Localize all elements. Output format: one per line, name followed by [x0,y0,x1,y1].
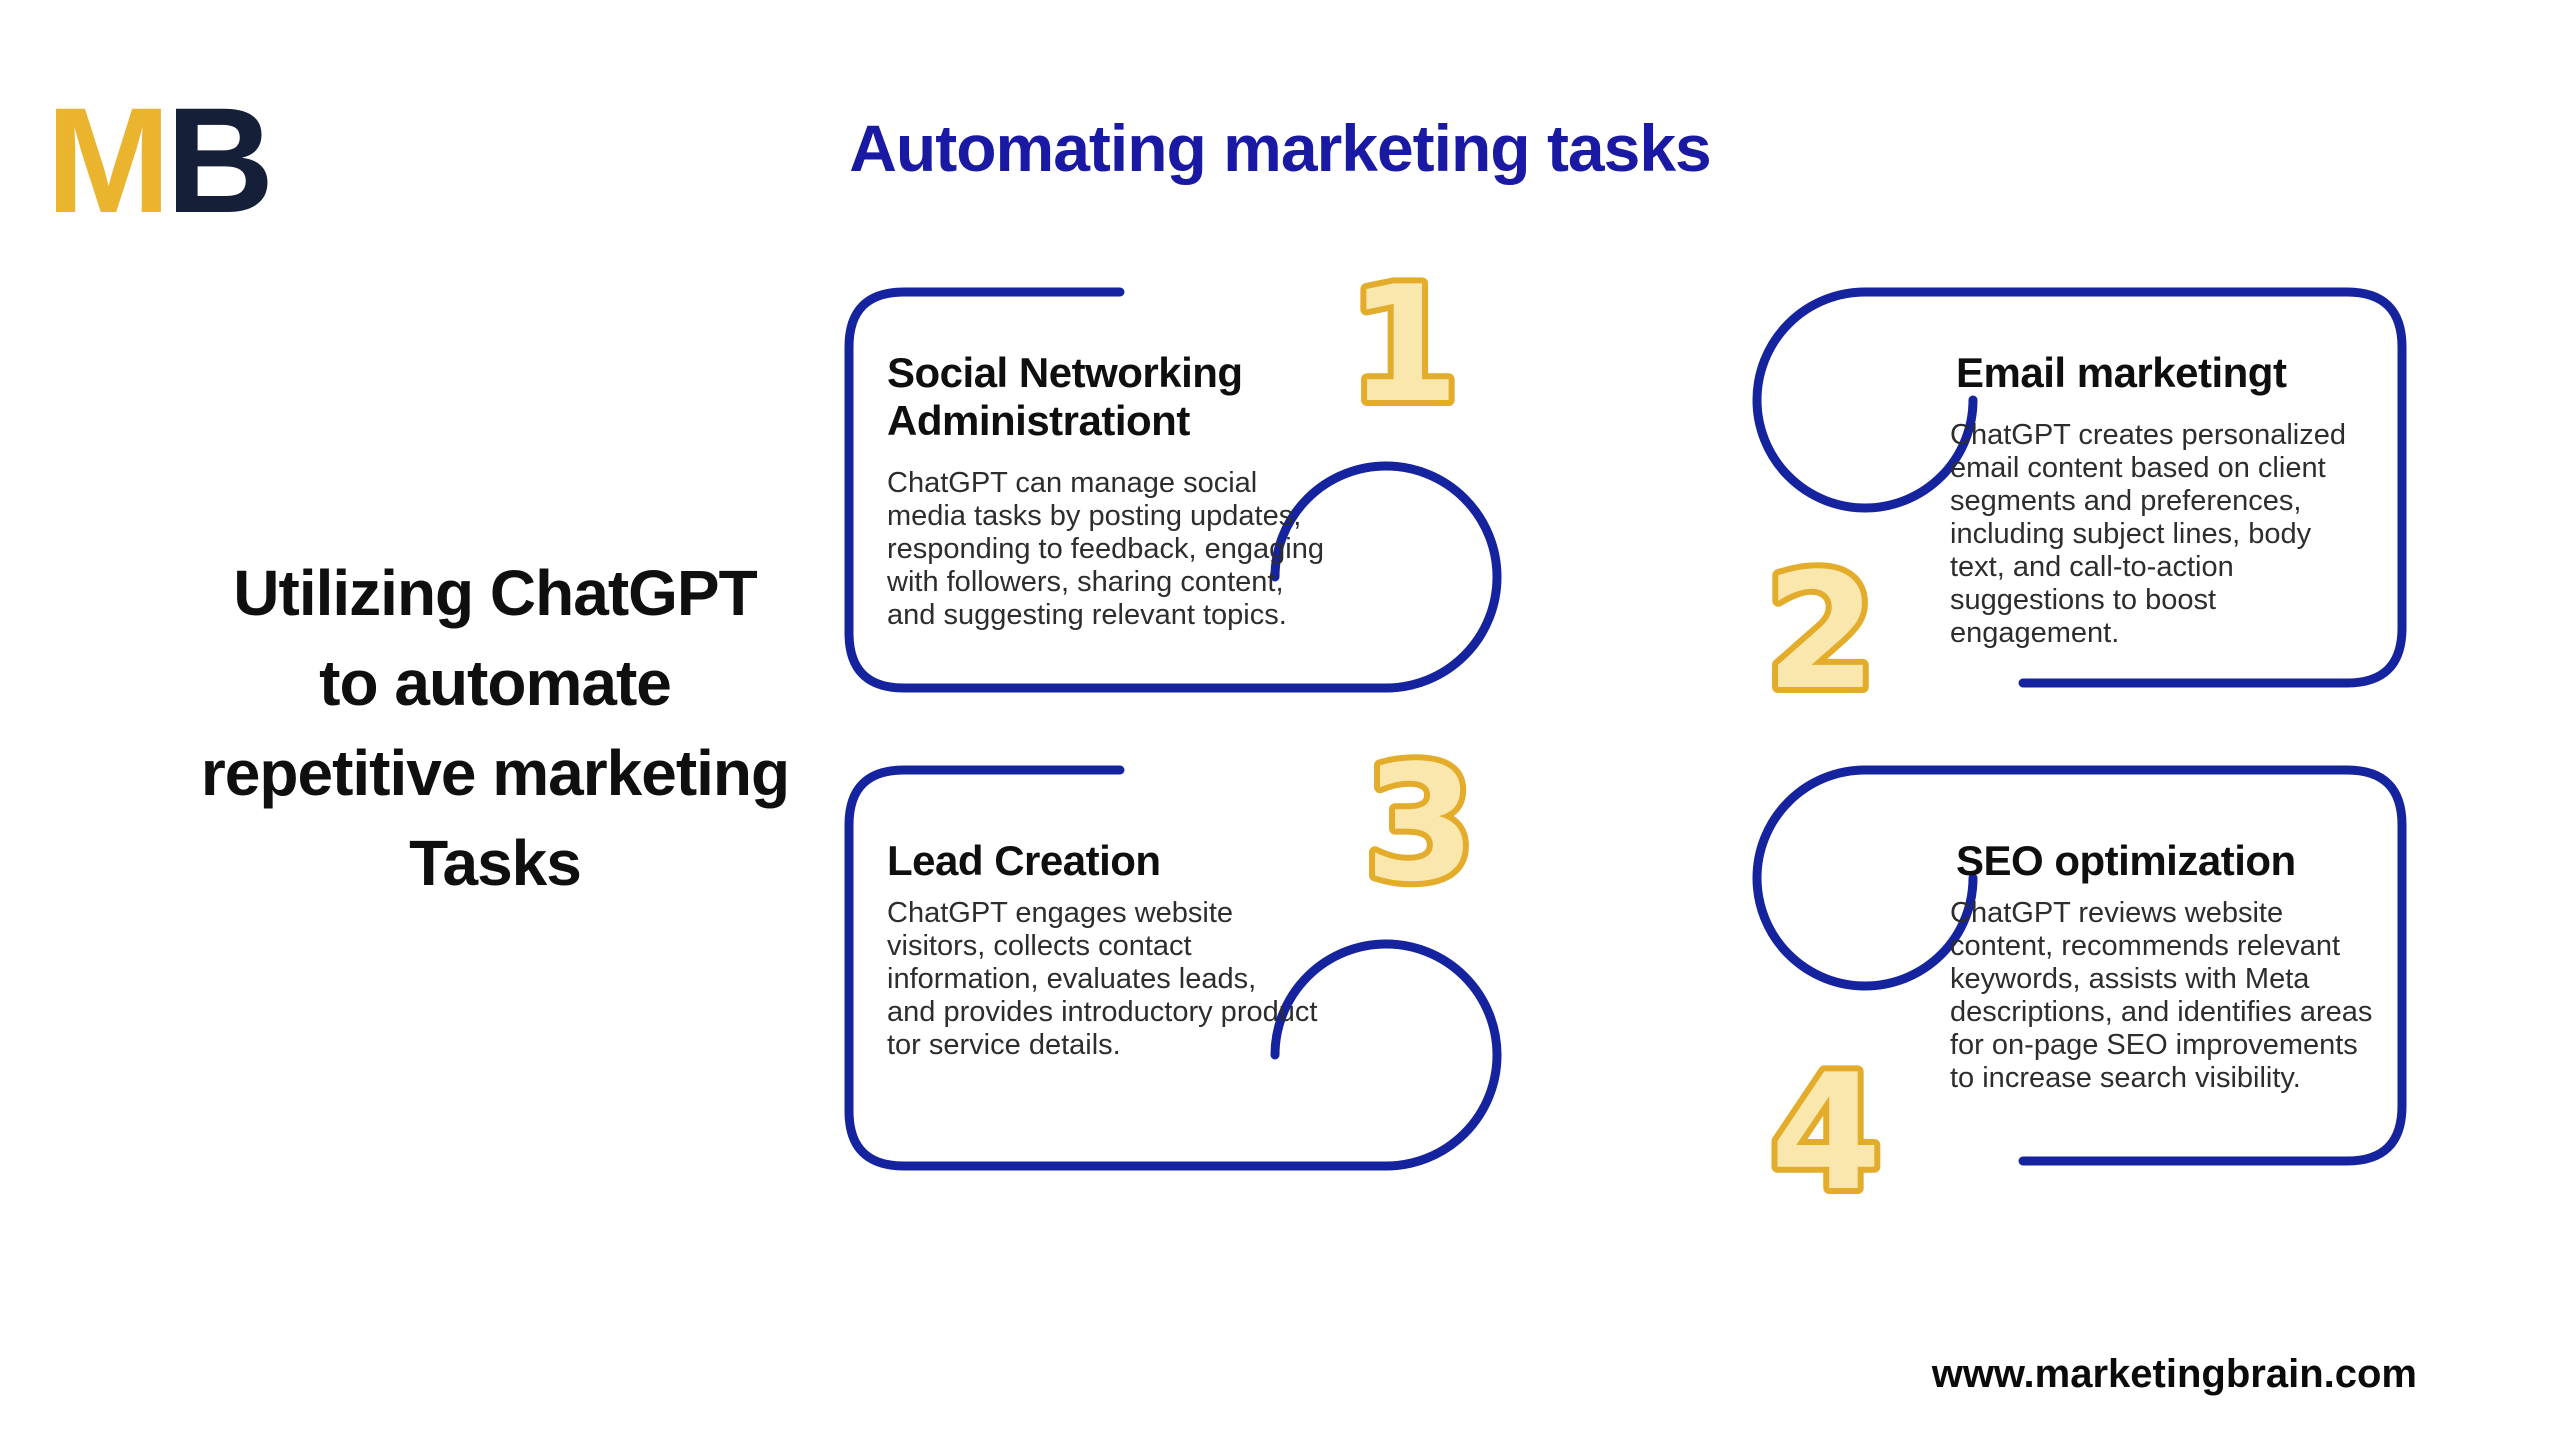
headline-text: Utilizing ChatGPT to automate repetitive… [200,557,790,899]
card-3-outline [844,765,1502,1171]
card-2-body: ChatGPT creates personalized email conte… [1950,419,2347,649]
step-number-1-text: 1 [1348,253,1459,438]
card-1-body: ChatGPT can manage social media tasks by… [887,467,1324,631]
card-3-body: ChatGPT engages website visitors, collec… [887,897,1318,1061]
card-2-title: Email marketingt [1956,349,2287,396]
card-4-outline [1752,765,2407,1166]
logo-letter-b: B [165,76,274,244]
step-number-4-text: 4 [1770,1041,1881,1226]
step-number-4: 4 [1764,1041,1887,1231]
card-1-title: Social Networking Administrationt [887,349,1243,444]
brand-logo: MB [46,85,274,235]
card-2-outline [1752,287,2407,688]
step-number-1: 1 [1342,253,1465,443]
card-3-title: Lead Creation [887,837,1161,884]
step-number-3-text: 3 [1364,732,1475,917]
card-4-body: ChatGPT reviews website content, recomme… [1950,897,2373,1094]
card-4-title: SEO optimization [1956,837,2296,884]
card-1-outline [844,287,1502,693]
step-number-2-text: 2 [1765,540,1876,725]
logo-letter-m: M [46,76,171,244]
step-number-2: 2 [1759,540,1882,730]
website-url: www.marketingbrain.com [1931,1352,2417,1396]
step-number-3: 3 [1358,732,1481,922]
page-title: Automating marketing tasks [849,111,1712,185]
